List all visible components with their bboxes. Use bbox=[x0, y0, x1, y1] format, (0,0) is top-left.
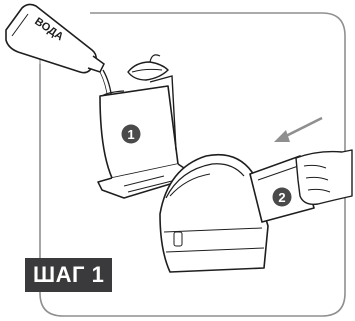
callout-number-2: 2 bbox=[278, 190, 285, 205]
hand bbox=[296, 150, 352, 204]
tank-cap bbox=[128, 55, 168, 80]
water-bottle: ВОДА bbox=[6, 4, 104, 72]
step-tag: ШАГ 1 bbox=[25, 258, 112, 292]
direction-arrow bbox=[274, 118, 322, 142]
callout-number-1: 1 bbox=[127, 127, 134, 142]
